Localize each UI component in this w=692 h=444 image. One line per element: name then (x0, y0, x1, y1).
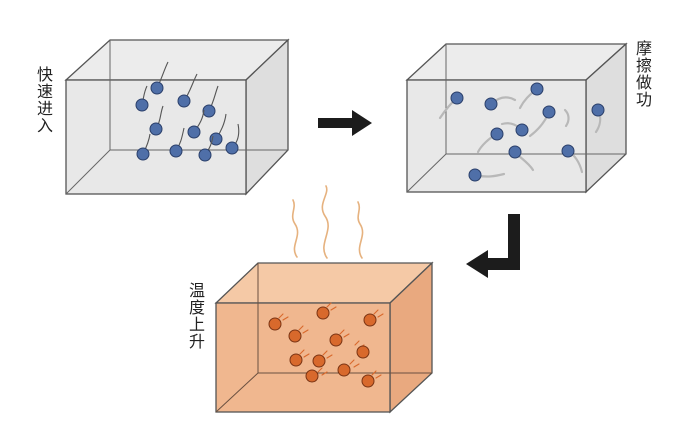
label-friction-work: 摩擦做功 (633, 40, 652, 108)
hot-particle (305, 369, 319, 383)
friction-particle (508, 145, 522, 159)
heat-mark (278, 313, 289, 321)
heat-mark (317, 367, 328, 376)
heat-mark (299, 349, 310, 358)
hot-particle (363, 313, 377, 327)
hot-particle (288, 329, 302, 343)
friction-particle (484, 97, 498, 111)
heat-mark (326, 302, 337, 311)
heat-mark (349, 359, 360, 368)
hot-particle (289, 353, 303, 367)
hot-particles (268, 306, 377, 388)
fast-particle (187, 109, 205, 139)
hot-particle (312, 354, 326, 368)
friction-particle (530, 82, 544, 96)
friction-particle (515, 123, 529, 137)
hot-particle (337, 363, 351, 377)
fast-particle (225, 123, 240, 155)
arrow-turn-left-icon (466, 214, 520, 278)
friction-trail (563, 108, 570, 128)
heat-wave (357, 201, 364, 259)
friction-particle (561, 144, 575, 158)
fast-particle (202, 85, 219, 118)
fast-particle (177, 73, 198, 108)
box-friction-work (405, 42, 628, 194)
label-temperature-rise: 温度上升 (186, 282, 205, 350)
box-fast-entry (64, 38, 290, 196)
hot-particle (356, 345, 370, 359)
label-fast-entry: 快速进入 (34, 66, 53, 134)
fast-particle (149, 105, 164, 136)
friction-particle (542, 105, 556, 119)
heat-wave (291, 199, 299, 258)
heat-mark (373, 309, 384, 318)
box3-hidden-edge (215, 372, 259, 413)
arrow-right-icon (318, 110, 372, 136)
hot-particle (316, 306, 330, 320)
box-temperature-rise (214, 261, 434, 414)
fast-particles (135, 61, 240, 162)
hot-particle (268, 317, 282, 331)
hot-particle (361, 374, 375, 388)
friction-particle (450, 91, 464, 105)
hot-particle (329, 333, 343, 347)
box2-hidden-edge (406, 153, 447, 193)
heat-mark (339, 329, 350, 338)
heat-mark (371, 370, 382, 379)
friction-particle (468, 168, 482, 182)
fast-particle (150, 61, 169, 95)
friction-particle (591, 103, 605, 117)
fast-particle (198, 135, 214, 162)
box1-hidden-edge (65, 149, 111, 195)
heat-waves-icon (291, 185, 364, 259)
heat-wave (321, 185, 329, 259)
friction-particles (450, 82, 605, 182)
friction-particle (490, 127, 504, 141)
heat-mark (322, 350, 333, 359)
fast-particle (135, 85, 149, 112)
fast-particle (169, 127, 185, 158)
heat-mark (298, 325, 309, 334)
fast-particle (136, 133, 151, 161)
